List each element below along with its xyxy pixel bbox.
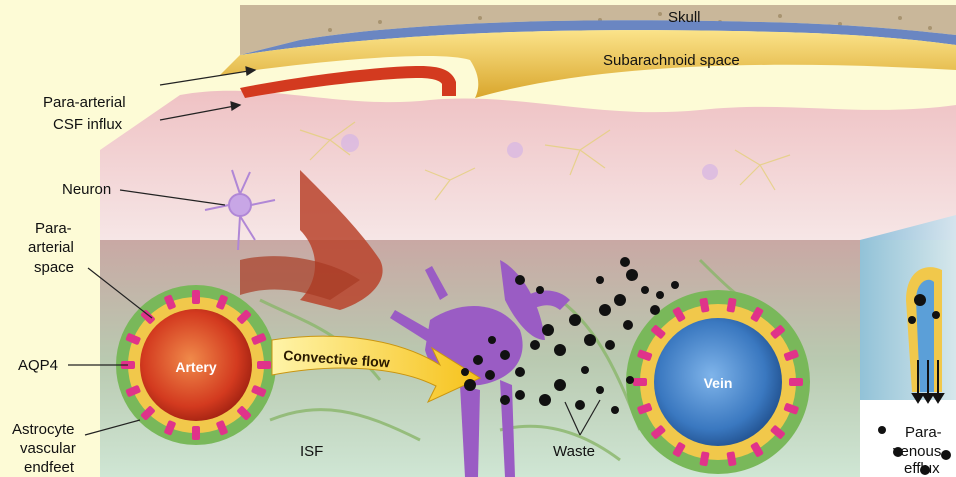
- para-arterial-space-label-2: arterial: [28, 239, 74, 256]
- waste-particle: [908, 316, 916, 324]
- waste-particle: [542, 324, 554, 336]
- astrocyte-label-2: vascular: [20, 440, 76, 457]
- waste-particle: [941, 450, 951, 460]
- waste-particle: [464, 379, 476, 391]
- waste-particle: [473, 355, 483, 365]
- waste-particle: [614, 294, 626, 306]
- waste-particle: [569, 314, 581, 326]
- waste-particle: [596, 276, 604, 284]
- artery-label: Artery: [175, 359, 216, 375]
- waste-particle: [461, 368, 469, 376]
- waste-particle: [626, 376, 634, 384]
- waste-particle: [536, 286, 544, 294]
- waste-particle: [611, 406, 619, 414]
- waste-particle: [515, 390, 525, 400]
- vein-cross-section: Vein: [626, 290, 810, 474]
- efflux-arrows: [913, 360, 943, 402]
- para-arterial-influx-label-1: Para-arterial: [43, 94, 126, 111]
- efflux-vessel: [906, 267, 942, 392]
- para-arterial-space-label-1: Para-: [35, 220, 72, 237]
- aqp4-label: AQP4: [18, 357, 58, 374]
- para-venous-efflux-label-3: efflux: [904, 460, 940, 477]
- waste-particle: [530, 340, 540, 350]
- astrocyte-label-3: endfeet: [24, 459, 75, 476]
- waste-particle: [554, 344, 566, 356]
- waste-particle: [641, 286, 649, 294]
- aqp4-channel: [633, 378, 647, 386]
- waste-particle: [623, 320, 633, 330]
- subarachnoid-artery: [240, 66, 456, 98]
- waste-particle: [599, 304, 611, 316]
- waste-particle: [500, 395, 510, 405]
- waste-label: Waste: [553, 443, 595, 460]
- para-arterial-influx-label-2: CSF influx: [53, 116, 123, 133]
- para-venous-efflux-label-1: Para-: [905, 424, 942, 441]
- waste-particle: [671, 281, 679, 289]
- neuron-label: Neuron: [62, 181, 111, 198]
- waste-particle: [581, 366, 589, 374]
- brain-tissue-top: [100, 91, 956, 240]
- para-venous-efflux-label-2: venous: [893, 443, 941, 460]
- astrocyte-label-1: Astrocyte: [12, 421, 75, 438]
- aqp4-channel: [789, 378, 803, 386]
- aqp4-channel: [257, 361, 271, 369]
- waste-particle: [620, 257, 630, 267]
- waste-particle: [650, 305, 660, 315]
- waste-particle: [488, 336, 496, 344]
- waste-particle: [500, 350, 510, 360]
- waste-particle: [932, 311, 940, 319]
- waste-particle: [539, 394, 551, 406]
- vein-label: Vein: [704, 375, 733, 391]
- waste-particle: [575, 400, 585, 410]
- waste-particle: [596, 386, 604, 394]
- aqp4-channel: [192, 290, 200, 304]
- waste-particle: [554, 379, 566, 391]
- waste-particle: [656, 291, 664, 299]
- aqp4-channel: [192, 426, 200, 440]
- waste-particle: [515, 275, 525, 285]
- waste-particle: [584, 334, 596, 346]
- para-arterial-space-label-3: space: [34, 259, 74, 276]
- waste-particle: [605, 340, 615, 350]
- waste-particle: [914, 294, 926, 306]
- waste-particle: [485, 370, 495, 380]
- subarachnoid-space-label: Subarachnoid space: [603, 52, 740, 69]
- skull-label: Skull: [668, 9, 701, 26]
- waste-particle: [626, 269, 638, 281]
- waste-particle: [878, 426, 886, 434]
- waste-particle: [515, 367, 525, 377]
- isf-label: ISF: [300, 443, 323, 460]
